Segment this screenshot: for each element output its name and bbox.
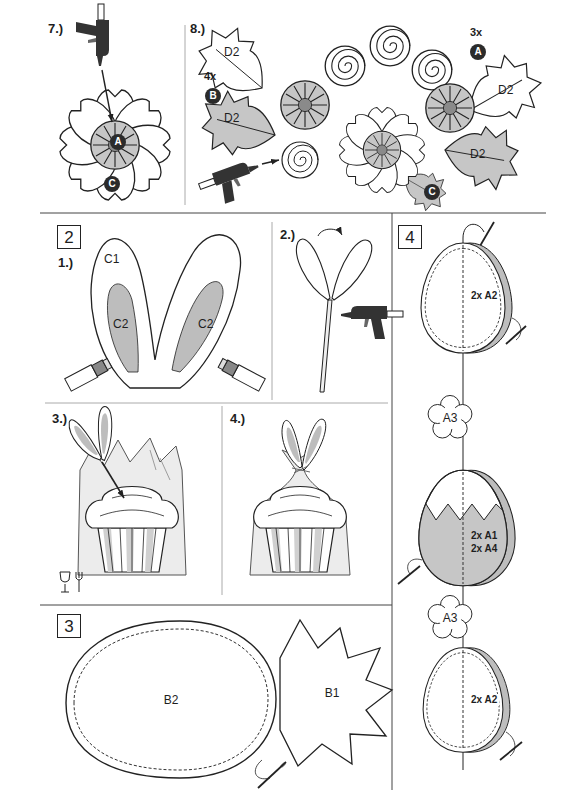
bunny-ears <box>91 235 241 388</box>
node-text: B2 <box>164 694 179 706</box>
egg-garland <box>398 222 526 770</box>
carrot-body: B2 <box>62 617 280 782</box>
felt-flower: A3 <box>424 592 476 644</box>
node-text: B <box>209 91 216 101</box>
quantity: 3x <box>470 26 482 39</box>
part-letter: A <box>470 44 486 60</box>
node-text: A3 <box>443 412 458 424</box>
part-letter: C <box>424 184 440 200</box>
node-text: 4 <box>405 229 414 246</box>
ears-on-stick <box>297 229 403 392</box>
part-name: D2 <box>224 112 239 126</box>
section-number: 2 <box>57 225 81 249</box>
cupcake-bag-step3 <box>66 405 186 575</box>
part-name: D2 <box>498 84 513 98</box>
quantity-part: 2x A2 <box>469 694 499 706</box>
section-number: 3 <box>57 614 81 638</box>
part-letter: A <box>110 134 126 150</box>
part-name: D2 <box>470 148 485 162</box>
quantity-part: 2x A1 <box>471 530 497 542</box>
node-text: C <box>108 179 115 189</box>
felt-flower: A3 <box>424 392 476 444</box>
cupcake-bag-step4 <box>250 419 350 575</box>
quantity-part: 2x A4 <box>471 543 497 555</box>
frame-rules <box>40 25 546 790</box>
step-number: 1.) <box>58 256 73 271</box>
quantity: 4x <box>204 70 216 83</box>
node-text: C <box>428 187 435 197</box>
part-name: C1 <box>104 253 119 267</box>
part-name: C2 <box>113 318 128 332</box>
step-number: 7.) <box>48 22 63 37</box>
node-text: B1 <box>325 687 340 699</box>
food-safe-icon <box>60 572 82 592</box>
needle-thread <box>255 760 286 788</box>
step-number: 3.) <box>52 412 67 427</box>
glue-sticks <box>65 357 266 391</box>
node-text: A3 <box>443 612 458 624</box>
node-text: A <box>114 137 121 147</box>
step7-flower <box>60 4 170 200</box>
quantity-part: 2x A2 <box>469 290 499 302</box>
step-number: 8.) <box>190 22 205 37</box>
step8-bouquet <box>185 17 550 216</box>
part-letter: C <box>104 176 120 192</box>
section-number: 4 <box>398 225 422 249</box>
part-name: D2 <box>224 46 239 60</box>
step-number: 4.) <box>230 412 245 427</box>
node-text: A <box>474 47 481 57</box>
node-text: 2 <box>64 229 73 246</box>
part-name: C2 <box>198 318 213 332</box>
node-text: 3 <box>64 618 73 635</box>
part-letter: B <box>205 88 221 104</box>
step-number: 2.) <box>280 228 295 243</box>
carrot-leaves: B1 <box>270 618 394 768</box>
